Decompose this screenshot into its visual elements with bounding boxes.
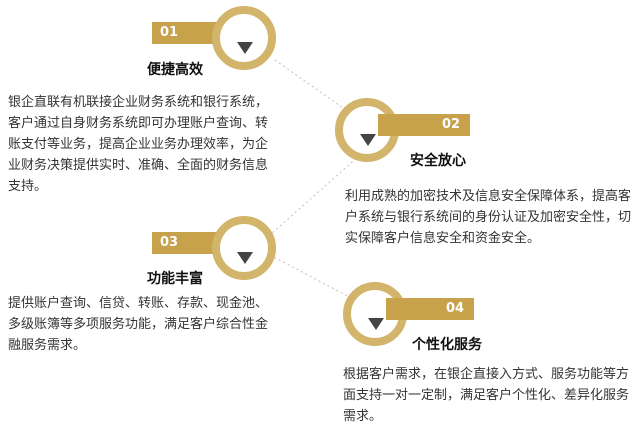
feature-title: 个性化服务 [412, 337, 482, 353]
arrow-down-icon [237, 252, 253, 264]
feature-ring [212, 216, 276, 280]
feature-number-tag: 02 [378, 114, 470, 136]
feature-description: 利用成熟的加密技术及信息安全保障体系，提高客户系统与银行系统间的身份认证及加密安… [345, 189, 632, 246]
feature-description: 银企直联有机联接企业财务系统和银行系统，客户通过自身财务系统即可办理账户查询、转… [8, 95, 269, 194]
arrow-down-icon [237, 42, 253, 54]
feature-description: 根据客户需求，在银企直接入方式、服务功能等方面支持一对一定制，满足客户个性化、差… [343, 367, 630, 424]
connector-03-04 [269, 254, 356, 301]
arrow-down-icon [368, 318, 384, 330]
feature-ring [212, 6, 276, 70]
feature-description: 提供账户查询、信贷、转账、存款、现金池、多级账簿等多项服务功能，满足客户综合性金… [8, 296, 269, 353]
feature-title: 便捷高效 [147, 62, 203, 78]
connector-02-03 [269, 154, 361, 236]
feature-title: 安全放心 [410, 153, 466, 169]
feature-number-tag: 04 [386, 298, 474, 320]
feature-title: 功能丰富 [147, 271, 203, 287]
arrow-down-icon [360, 134, 376, 146]
